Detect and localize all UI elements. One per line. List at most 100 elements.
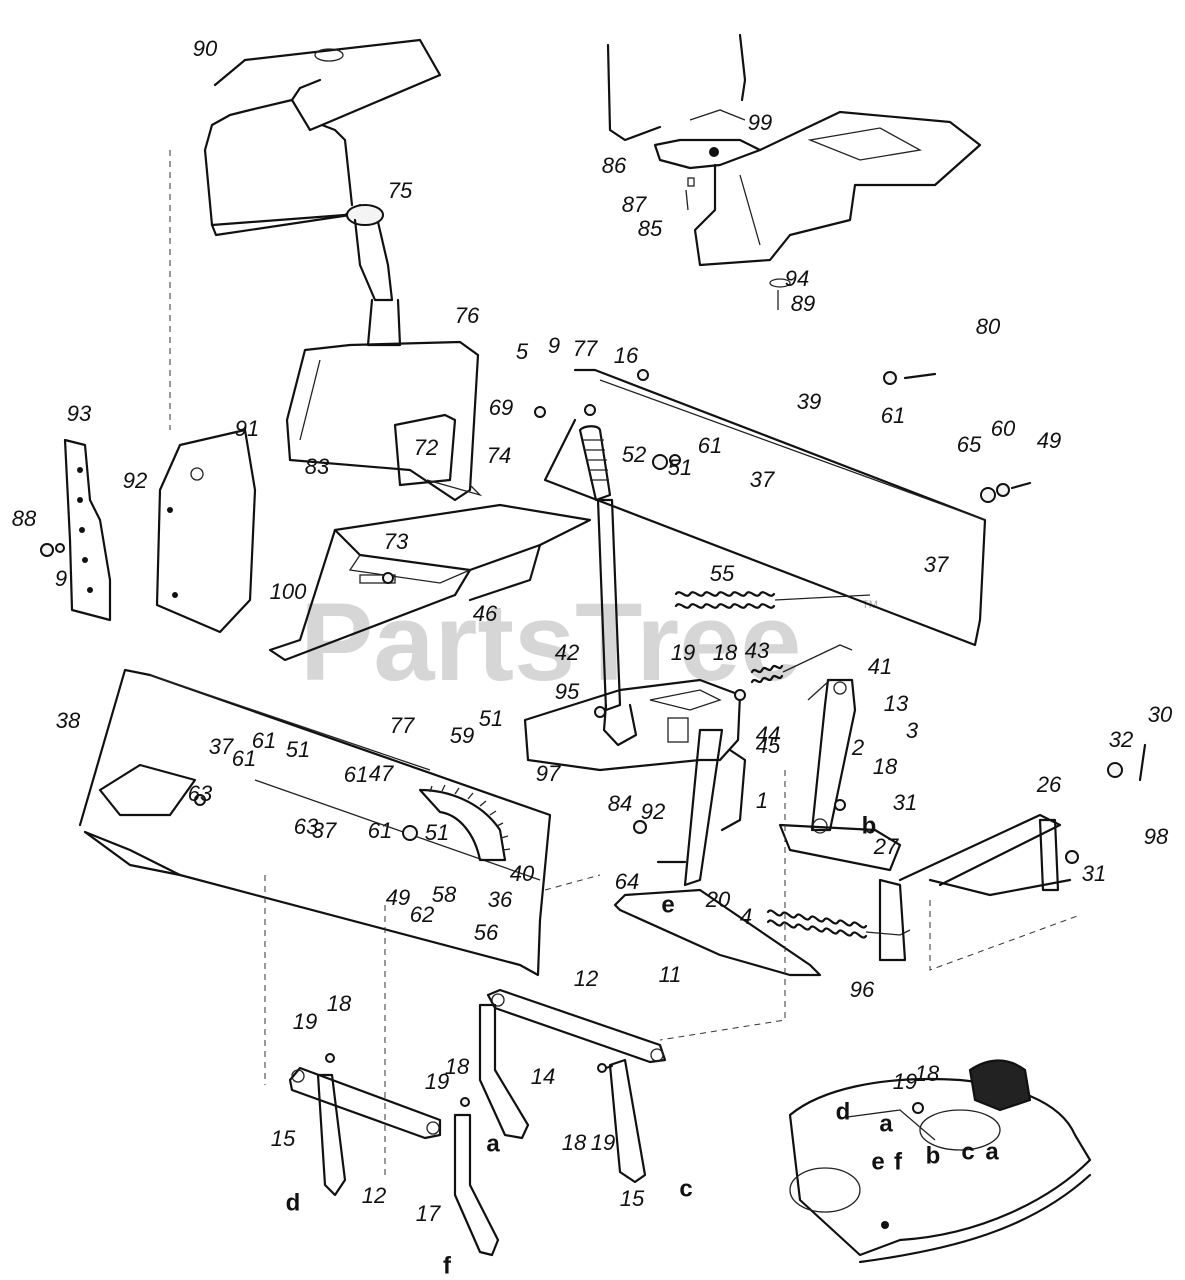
callout-label: 90 <box>193 36 218 61</box>
callout-label: 37 <box>209 734 234 759</box>
callout-label: 37 <box>750 467 775 492</box>
callout-label: 15 <box>620 1186 645 1211</box>
alignment-lines <box>169 150 1081 1180</box>
callout-label: d <box>286 1189 301 1216</box>
lift-arm-15-left <box>316 1073 347 1197</box>
callout-label: 9 <box>548 333 560 358</box>
callout-label: 18 <box>327 991 352 1016</box>
callout-label: 11 <box>659 962 682 987</box>
callout-label: f <box>894 1148 903 1175</box>
callout-label: 27 <box>873 834 899 859</box>
watermark: PartsTree <box>300 581 801 704</box>
callout-label: 19 <box>293 1009 317 1034</box>
callout-label: 65 <box>957 432 982 457</box>
dash-panel-90 <box>203 38 442 237</box>
hardware-fasteners <box>40 369 1147 1114</box>
callout-label: 96 <box>850 977 875 1002</box>
callout-label: 76 <box>455 303 480 328</box>
callout-label: 97 <box>536 761 561 786</box>
callout-label: 51 <box>286 737 310 762</box>
callout-label: 12 <box>362 1183 386 1208</box>
callout-label: 31 <box>893 790 917 815</box>
rear-bracket-27 <box>778 813 1072 962</box>
callout-label: 12 <box>574 966 598 991</box>
callout-label: 58 <box>432 882 457 907</box>
callout-label: 13 <box>884 691 909 716</box>
callout-label: 89 <box>791 291 815 316</box>
callout-label: 94 <box>785 266 809 291</box>
callout-label: 15 <box>271 1126 296 1151</box>
callout-label: 100 <box>270 579 307 604</box>
callout-label: c <box>679 1175 692 1202</box>
callout-label: 19 <box>591 1130 615 1155</box>
callout-label: 37 <box>312 818 337 843</box>
callout-label: 52 <box>622 442 646 467</box>
callout-label: 41 <box>868 654 892 679</box>
sector-gear-40 <box>418 784 511 862</box>
callout-label: 16 <box>614 343 639 368</box>
callout-label: 49 <box>1037 428 1061 453</box>
callout-label: 31 <box>1082 861 1106 886</box>
callout-label: 63 <box>294 814 319 839</box>
callout-label: 51 <box>425 820 449 845</box>
callout-label: 37 <box>924 552 949 577</box>
callout-label: a <box>486 1130 500 1157</box>
callout-label: 98 <box>1144 824 1169 849</box>
lift-lever-42 <box>578 425 638 747</box>
callout-label: f <box>443 1252 452 1279</box>
callout-label: 72 <box>414 435 438 460</box>
callout-label: 32 <box>1109 727 1133 752</box>
callout-label: 74 <box>487 443 511 468</box>
callout-label: 73 <box>384 529 409 554</box>
callout-label: 19 <box>425 1069 449 1094</box>
spring-96 <box>766 909 911 939</box>
callout-label: 61 <box>698 433 722 458</box>
callout-label: 19 <box>671 640 695 665</box>
callout-label: 62 <box>410 902 434 927</box>
side-panel-91 <box>155 428 257 634</box>
callout-label: 56 <box>474 920 499 945</box>
callout-label: 61 <box>252 728 276 753</box>
callout-label: 19 <box>893 1069 917 1094</box>
callout-label: 77 <box>390 713 415 738</box>
hood-76 <box>285 340 480 502</box>
callout-label: 61 <box>232 746 256 771</box>
callout-label: 86 <box>602 153 627 178</box>
callout-label: 4 <box>740 904 752 929</box>
deck-38 <box>78 668 552 977</box>
callout-label: 2 <box>851 735 864 760</box>
callout-label: 75 <box>388 178 413 203</box>
callout-label: 45 <box>756 733 781 758</box>
callout-label: 39 <box>797 389 821 414</box>
link-arm-13 <box>807 678 857 834</box>
callout-label: 3 <box>906 718 919 743</box>
callout-label: 49 <box>386 885 410 910</box>
bottom-plate-11 <box>613 888 822 977</box>
callout-label: 84 <box>608 791 632 816</box>
callout-label: 26 <box>1036 772 1062 797</box>
callout-label: 18 <box>915 1061 940 1086</box>
callout-label: 88 <box>12 506 37 531</box>
callout-label: 61 <box>368 818 392 843</box>
spring-55 <box>674 591 871 609</box>
seat-frame-86 <box>606 33 982 310</box>
callout-label: 40 <box>510 861 535 886</box>
callout-label: 99 <box>748 110 772 135</box>
callout-label: 55 <box>710 561 735 586</box>
callout-label: 69 <box>489 395 513 420</box>
callout-label: 51 <box>479 706 503 731</box>
callout-label: 51 <box>668 455 692 480</box>
callout-label: 36 <box>488 887 513 912</box>
callout-label: 30 <box>1148 702 1173 727</box>
callout-label: b <box>862 812 877 839</box>
lift-arm-12-lower <box>288 1066 442 1140</box>
callout-label: b <box>926 1142 941 1169</box>
callout-label: 17 <box>416 1201 441 1226</box>
callout-label: 83 <box>305 454 330 479</box>
callout-label: d <box>836 1098 851 1125</box>
lift-link-20 <box>683 728 747 887</box>
callout-label: 1 <box>756 788 768 813</box>
callout-label: 18 <box>562 1130 587 1155</box>
